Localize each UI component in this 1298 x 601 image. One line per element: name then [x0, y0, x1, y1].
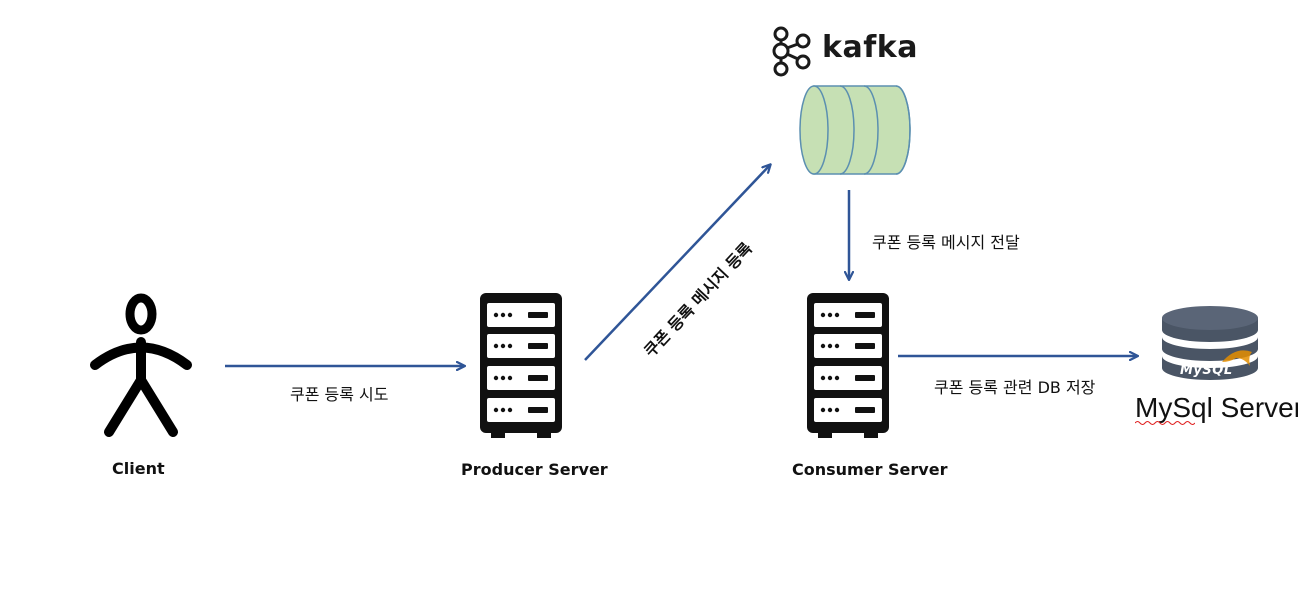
kafka-logo-icon: [772, 26, 811, 77]
consumer-server-icon: [807, 293, 889, 438]
mysql-server-label: MySql Server: [1135, 392, 1298, 423]
client-figure-icon: [90, 293, 192, 437]
mysql-logo-text: MySQL: [1180, 363, 1233, 378]
producer-server-label: Producer Server: [461, 460, 608, 479]
consumer-server-label: Consumer Server: [792, 460, 948, 479]
producer-server-icon: [480, 293, 562, 438]
edge-label-client-to-producer: 쿠폰 등록 시도: [290, 385, 389, 404]
client-label: Client: [112, 459, 165, 478]
kafka-logo-text: kafka: [822, 30, 918, 65]
spellcheck-underline: [1135, 421, 1195, 425]
arrow-producer-to-kafka: [584, 165, 770, 361]
edge-label-consumer-to-mysql: 쿠폰 등록 관련 DB 저장: [934, 378, 1096, 397]
edge-label-kafka-to-consumer: 쿠폰 등록 메시지 전달: [872, 233, 1020, 252]
database-icon: [1162, 306, 1258, 380]
kafka-topic-cylinder: [799, 85, 911, 175]
